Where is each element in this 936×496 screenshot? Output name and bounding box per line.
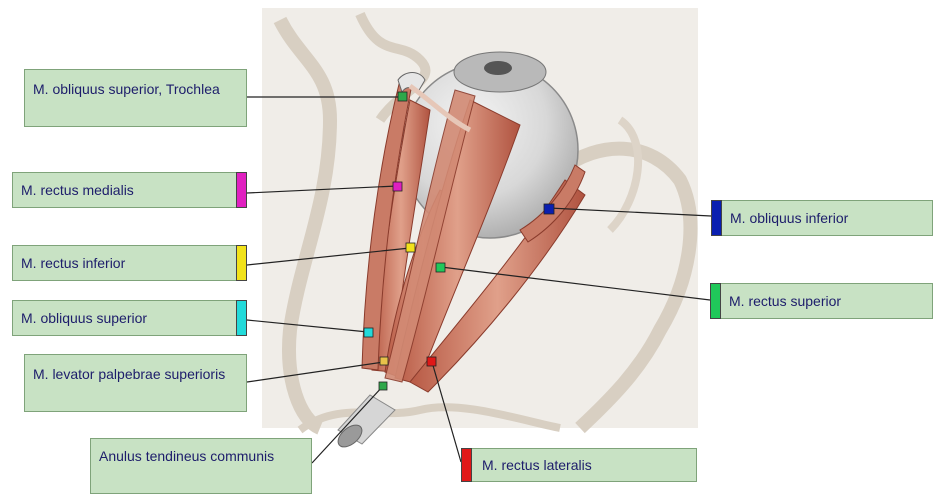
label-levator-palpebrae: M. levator palpebrae superioris xyxy=(24,354,247,412)
marker-trochlea xyxy=(398,92,407,101)
label-text: M. obliquus superior, Trochlea xyxy=(33,81,220,97)
swatch-rectus-inferior xyxy=(236,245,247,281)
label-obliquus-inferior: M. obliquus inferior xyxy=(711,200,933,236)
swatch-rectus-medialis xyxy=(236,172,247,208)
marker-levator xyxy=(380,357,388,365)
marker-anulus xyxy=(379,382,387,390)
label-text: Anulus tendineus communis xyxy=(99,448,274,464)
marker-obliquus-superior xyxy=(364,328,373,337)
label-text: M. rectus lateralis xyxy=(482,456,592,474)
marker-rectus-lateralis xyxy=(427,357,436,366)
swatch-rectus-lateralis xyxy=(461,448,472,482)
label-obliquus-superior-trochlea: M. obliquus superior, Trochlea xyxy=(24,69,247,127)
label-text: M. rectus inferior xyxy=(21,254,125,272)
label-text: M. levator palpebrae superioris xyxy=(33,366,225,382)
marker-rectus-inferior xyxy=(406,243,415,252)
label-rectus-lateralis: M. rectus lateralis xyxy=(461,448,697,482)
marker-rectus-superior xyxy=(436,263,445,272)
swatch-obliquus-superior xyxy=(236,300,247,336)
marker-obliquus-inferior xyxy=(544,204,554,214)
label-text: M. obliquus superior xyxy=(21,309,147,327)
label-text: M. rectus medialis xyxy=(21,181,134,199)
swatch-obliquus-inferior xyxy=(711,200,722,236)
label-obliquus-superior: M. obliquus superior xyxy=(12,300,247,336)
pupil xyxy=(484,61,512,75)
marker-rectus-medialis xyxy=(393,182,402,191)
label-rectus-medialis: M. rectus medialis xyxy=(12,172,247,208)
label-anulus-tendineus: Anulus tendineus communis xyxy=(90,438,312,494)
label-rectus-superior: M. rectus superior xyxy=(710,283,933,319)
label-text: M. rectus superior xyxy=(729,292,841,310)
label-text: M. obliquus inferior xyxy=(730,209,848,227)
label-rectus-inferior: M. rectus inferior xyxy=(12,245,247,281)
swatch-rectus-superior xyxy=(710,283,721,319)
